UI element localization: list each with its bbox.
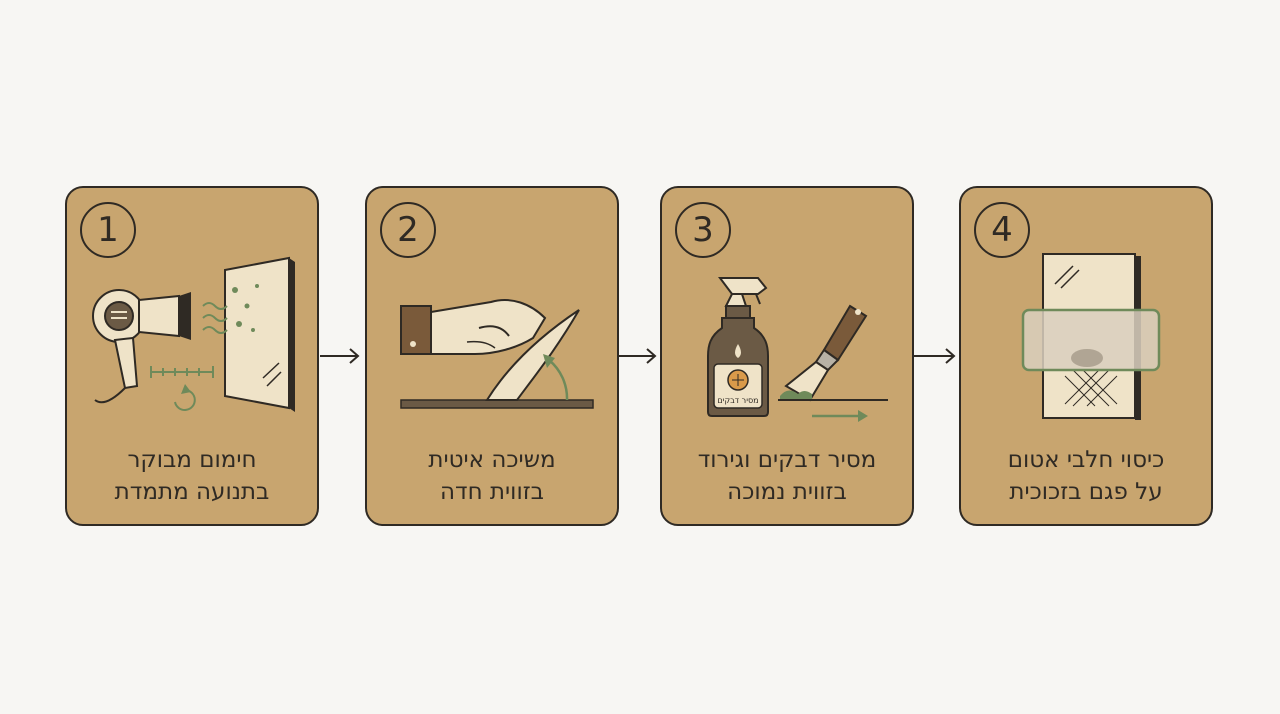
caption-line-2: בתנועה מתמדת (114, 479, 270, 505)
caption-line-1: חימום מבוקר (127, 447, 257, 473)
peeling-hand-icon (400, 299, 594, 409)
caption-line-1: משיכה איטית (428, 447, 556, 473)
caption-line-2: בזווית חדה (440, 479, 544, 505)
caption-line-2: על פגם בזכוכית (1009, 479, 1163, 505)
step-number-1: 1 (80, 202, 136, 258)
step-card-1: 1 חימום מבוק (65, 186, 319, 526)
arrow-right-icon (914, 348, 956, 364)
step-caption-2: משיכה איטית בזווית חדה (367, 444, 617, 508)
spray-bottle-scraper-icon: מסיר דבקים (707, 277, 888, 422)
step-card-4: 4 כיסוי חלבי אטום על פגם בזכוכית (959, 186, 1213, 526)
frosted-cover-icon (1021, 253, 1161, 420)
caption-line-1: מסיר דבקים וגירוד (697, 447, 877, 473)
caption-line-1: כיסוי חלבי אטום (1007, 447, 1165, 473)
step-card-3: 3 מסיר דבקים מסיר דבקים וגירוד בזווית נמ… (660, 186, 914, 526)
step-number-4: 4 (974, 202, 1030, 258)
step-number-3: 3 (675, 202, 731, 258)
step-caption-3: מסיר דבקים וגירוד בזווית נמוכה (662, 444, 912, 508)
arrow-right-icon (619, 348, 657, 364)
step-caption-1: חימום מבוקר בתנועה מתמדת (67, 444, 317, 508)
bottle-label: מסיר דבקים (717, 396, 758, 405)
step-card-2: 2 משיכה איטית בזווית חדה (365, 186, 619, 526)
caption-line-2: בזווית נמוכה (727, 479, 847, 505)
hair-dryer-heating-icon (92, 256, 295, 412)
step-caption-4: כיסוי חלבי אטום על פגם בזכוכית (961, 444, 1211, 508)
step-number-2: 2 (380, 202, 436, 258)
arrow-right-icon (320, 348, 360, 364)
